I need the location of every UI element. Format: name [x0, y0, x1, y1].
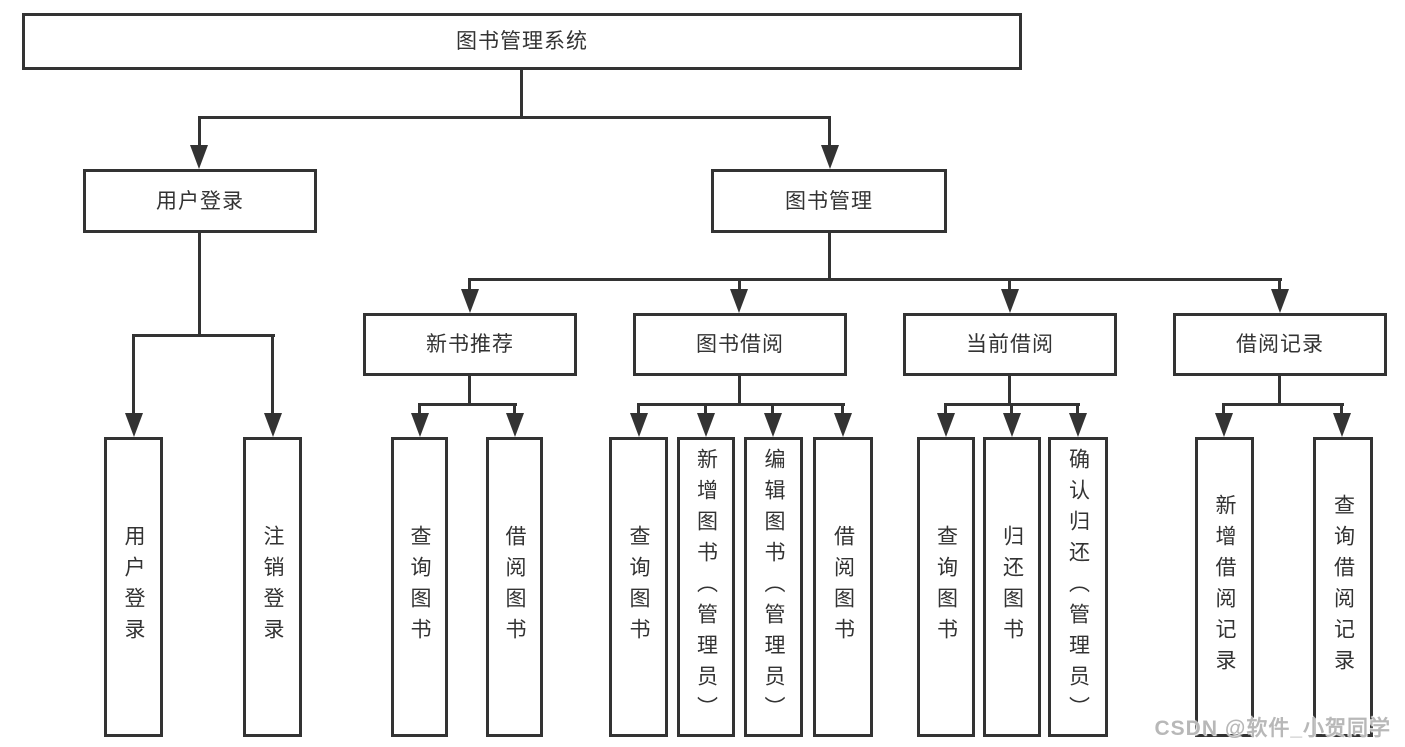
node-leaf-br-query-record-label: 查询借阅记录: [1331, 494, 1355, 680]
connector-to-leaf-user-login: [132, 334, 135, 418]
connector-to-cb-return: [1010, 403, 1013, 419]
csdn-watermark: CSDN @软件_小贺同学: [1154, 717, 1391, 740]
arrowhead-bb-edit: [764, 413, 782, 437]
node-leaf-user-login-label: 用户登录: [122, 525, 145, 649]
connector-br-branch: [1222, 403, 1344, 406]
connector-root-stem: [520, 69, 523, 119]
node-new-book-recommend-label: 新书推荐: [426, 333, 514, 356]
node-book-borrow-label: 图书借阅: [696, 333, 784, 356]
arrowhead-br-query: [1333, 413, 1351, 437]
connector-cb-stem: [1008, 375, 1011, 406]
connector-bb-branch: [637, 403, 845, 406]
connector-book-management-stem: [828, 233, 831, 281]
node-leaf-br-add-record: 新增借阅记录: [1195, 437, 1254, 737]
arrowhead-book-borrow: [730, 289, 748, 313]
arrowhead-bb-borrow: [834, 413, 852, 437]
arrowhead-bb-add: [697, 413, 715, 437]
node-leaf-nbr-query-books-label: 查询图书: [408, 525, 431, 649]
connector-nbr-branch: [418, 403, 517, 406]
node-leaf-bb-query-books-label: 查询图书: [627, 525, 650, 649]
arrowhead-leaf-user-login: [125, 413, 143, 437]
connector-root-to-book-management: [828, 116, 831, 150]
connector-to-nbr-query: [418, 403, 421, 419]
node-leaf-cb-query-books: 查询图书: [917, 437, 975, 737]
connector-user-login-branch: [132, 334, 275, 337]
connector-to-nbr-borrow: [513, 403, 516, 419]
node-current-borrow: 当前借阅: [903, 313, 1117, 376]
node-current-borrow-label: 当前借阅: [966, 333, 1054, 356]
node-leaf-bb-borrow-books: 借阅图书: [813, 437, 873, 737]
connector-to-cb-confirm: [1076, 403, 1079, 419]
connector-to-br-query: [1340, 403, 1343, 419]
arrowhead-bb-query: [630, 413, 648, 437]
node-leaf-cb-confirm-return-admin-label: 确认归还（管理员）: [1066, 447, 1090, 727]
node-leaf-bb-add-books-admin: 新增图书（管理员）: [677, 437, 735, 737]
node-leaf-user-login: 用户登录: [104, 437, 163, 737]
node-leaf-bb-add-books-admin-label: 新增图书（管理员）: [694, 447, 718, 727]
connector-root-branch: [198, 116, 831, 119]
node-book-management: 图书管理: [711, 169, 947, 233]
connector-to-leaf-logout: [271, 334, 274, 418]
node-borrow-records: 借阅记录: [1173, 313, 1387, 376]
arrowhead-new-book-recommend: [461, 289, 479, 313]
node-root-label: 图书管理系统: [456, 30, 588, 53]
connector-to-current-borrow: [1008, 278, 1011, 294]
node-book-management-label: 图书管理: [785, 189, 873, 213]
connector-user-login-stem: [198, 233, 201, 337]
node-leaf-bb-query-books: 查询图书: [609, 437, 668, 737]
node-leaf-logout-label: 注销登录: [261, 525, 284, 649]
arrowhead-borrow-records: [1271, 289, 1289, 313]
node-leaf-cb-return-books-label: 归还图书: [1000, 525, 1024, 649]
node-leaf-nbr-borrow-books-label: 借阅图书: [503, 525, 526, 649]
connector-book-management-branch: [468, 278, 1282, 281]
arrowhead-nbr-query: [411, 413, 429, 437]
node-leaf-cb-confirm-return-admin: 确认归还（管理员）: [1048, 437, 1108, 737]
connector-bb-stem: [738, 375, 741, 406]
node-book-borrow: 图书借阅: [633, 313, 847, 376]
node-user-login-label: 用户登录: [156, 189, 244, 213]
node-leaf-bb-borrow-books-label: 借阅图书: [831, 525, 855, 649]
connector-br-stem: [1278, 375, 1281, 406]
connector-to-bb-edit: [771, 403, 774, 419]
connector-to-borrow-records: [1278, 278, 1281, 294]
arrowhead-cb-return: [1003, 413, 1021, 437]
connector-to-bb-query: [637, 403, 640, 419]
arrowhead-book-management: [821, 145, 839, 169]
node-leaf-cb-return-books: 归还图书: [983, 437, 1041, 737]
node-leaf-cb-query-books-label: 查询图书: [934, 525, 958, 649]
node-leaf-nbr-query-books: 查询图书: [391, 437, 448, 737]
arrowhead-nbr-borrow: [506, 413, 524, 437]
node-leaf-bb-edit-books-admin: 编辑图书（管理员）: [744, 437, 803, 737]
connector-nbr-stem: [468, 375, 471, 406]
arrowhead-leaf-logout: [264, 413, 282, 437]
node-leaf-br-add-record-label: 新增借阅记录: [1213, 494, 1236, 680]
connector-to-bb-add: [704, 403, 707, 419]
node-leaf-nbr-borrow-books: 借阅图书: [486, 437, 543, 737]
arrowhead-cb-confirm: [1069, 413, 1087, 437]
node-leaf-bb-edit-books-admin-label: 编辑图书（管理员）: [762, 447, 785, 727]
connector-root-to-user-login: [198, 116, 201, 150]
node-root: 图书管理系统: [22, 13, 1022, 70]
arrowhead-br-add: [1215, 413, 1233, 437]
connector-to-br-add: [1222, 403, 1225, 419]
arrowhead-cb-query: [937, 413, 955, 437]
connector-to-book-borrow: [738, 278, 741, 294]
node-leaf-logout: 注销登录: [243, 437, 302, 737]
connector-to-cb-query: [944, 403, 947, 419]
node-user-login: 用户登录: [83, 169, 317, 233]
node-borrow-records-label: 借阅记录: [1236, 333, 1324, 356]
connector-to-new-book-recommend: [468, 278, 471, 294]
connector-to-bb-borrow: [841, 403, 844, 419]
node-new-book-recommend: 新书推荐: [363, 313, 577, 376]
node-leaf-br-query-record: 查询借阅记录: [1313, 437, 1373, 737]
arrowhead-current-borrow: [1001, 289, 1019, 313]
arrowhead-user-login: [190, 145, 208, 169]
